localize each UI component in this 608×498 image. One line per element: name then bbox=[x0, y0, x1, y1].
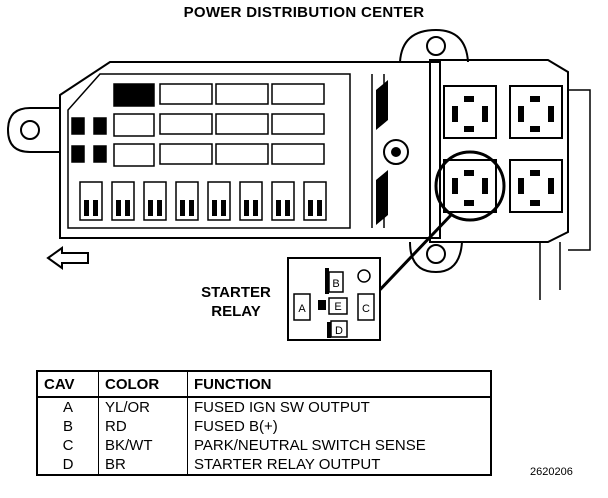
pin-label-b: B bbox=[332, 278, 339, 290]
starter-relay-highlight bbox=[434, 150, 506, 222]
pdc-housing bbox=[59, 61, 441, 239]
fuse-rows bbox=[71, 83, 325, 167]
pin-label-d: D bbox=[335, 325, 343, 337]
pin-label-c: C bbox=[362, 303, 370, 315]
cell-function: STARTER RELAY OUTPUT bbox=[194, 456, 381, 473]
pin-label-a: A bbox=[298, 303, 306, 315]
cell-cav: D bbox=[37, 455, 99, 475]
cell-color: RD bbox=[98, 417, 188, 436]
mounting-bolt bbox=[383, 139, 409, 165]
table-row: B RD FUSED B(+) bbox=[37, 417, 491, 436]
diagram-title: POWER DISTRIBUTION CENTER bbox=[183, 4, 425, 21]
cell-function: FUSED IGN SW OUTPUT bbox=[194, 399, 370, 416]
table-row: C BK/WT PARK/NEUTRAL SWITCH SENSE bbox=[37, 436, 491, 455]
pin-c bbox=[357, 293, 375, 321]
cell-function: PARK/NEUTRAL SWITCH SENSE bbox=[194, 437, 426, 454]
pin-label-e: E bbox=[334, 301, 341, 313]
cell-color: BK/WT bbox=[98, 436, 188, 455]
cell-function: FUSED B(+) bbox=[194, 418, 278, 435]
cavity-table: CAV COLOR FUNCTION A YL/OR FUSED IGN SW … bbox=[36, 370, 492, 476]
left-mounting-ear bbox=[6, 107, 60, 153]
starter-relay-label: STARTER RELAY bbox=[186, 283, 286, 321]
pin-a bbox=[293, 293, 311, 321]
front-arrow-icon bbox=[46, 246, 89, 270]
cell-cav: A bbox=[37, 397, 99, 417]
header-color: COLOR bbox=[98, 371, 188, 398]
top-mounting-ear bbox=[399, 28, 469, 63]
left-mounting-hole bbox=[20, 120, 40, 140]
starter-relay-label-line1: STARTER bbox=[201, 284, 271, 301]
header-cav: CAV bbox=[37, 371, 99, 398]
cell-color: YL/OR bbox=[98, 397, 188, 417]
cell-cav: B bbox=[37, 417, 99, 436]
callout-leader bbox=[372, 212, 454, 298]
figure-id: 2620206 bbox=[530, 466, 573, 478]
header-function: FUNCTION bbox=[187, 371, 491, 398]
pin-e bbox=[328, 297, 348, 315]
table-header-row: CAV COLOR FUNCTION bbox=[37, 371, 491, 398]
cell-cav: C bbox=[37, 436, 99, 455]
bottom-mounting-ear bbox=[409, 241, 463, 274]
starter-relay-label-line2: RELAY bbox=[211, 303, 261, 320]
relay-housing bbox=[429, 59, 569, 243]
table-row: D BR STARTER RELAY OUTPUT bbox=[37, 455, 491, 475]
table-row: A YL/OR FUSED IGN SW OUTPUT bbox=[37, 397, 491, 417]
cell-color: BR bbox=[98, 455, 188, 475]
